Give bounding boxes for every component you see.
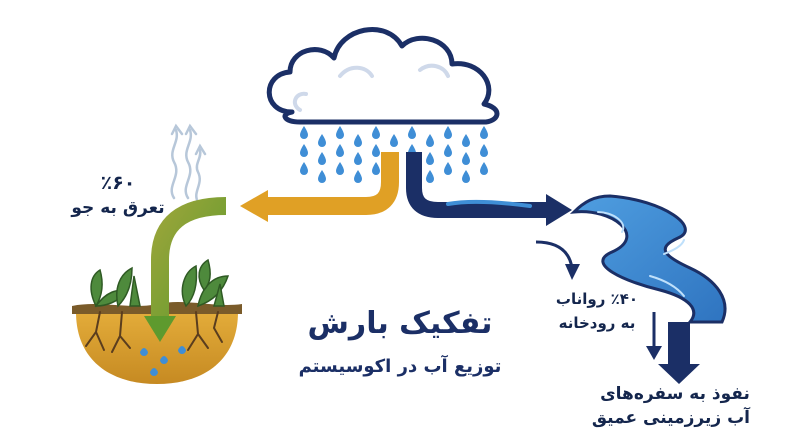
runoff-arrow [406,152,572,226]
rain-drop [480,162,488,175]
rain-drop [408,126,416,139]
rain-drop [354,134,362,147]
rain-drop [426,170,434,183]
thin-down-arrow [646,312,662,360]
rain-drop [318,170,326,183]
rain-drop [354,152,362,165]
rain-drop [390,134,398,147]
rain-drop [372,144,380,157]
rain-drop [372,126,380,139]
rain-drop [336,126,344,139]
rain-drop [300,144,308,157]
plant-soil-icon [72,258,242,384]
rain-drop [426,134,434,147]
river-icon [569,194,727,324]
rain-drop [444,162,452,175]
rain-drop [444,126,452,139]
runoff-label-line2: به رودخانه [558,314,636,332]
runoff-small-arrow [535,240,580,280]
diagram-title: تفکیک بارش [307,306,493,341]
evapotranspiration-label: تعرق به جو [71,198,165,218]
rain-drop [426,152,434,165]
evaporation-arrow [240,152,399,222]
steam-icon [170,123,207,204]
infiltration-arrow [144,197,227,342]
rain-drop [462,134,470,147]
rain-drop [372,162,380,175]
rain-drop [462,170,470,183]
rain-drop [300,126,308,139]
rain-drop [480,126,488,139]
cloud-icon [266,27,500,125]
rain-drop [354,170,362,183]
rain-drop [480,144,488,157]
rain-drop [336,144,344,157]
groundwater-label-line2: آب زیرزمینی عمیق [591,408,750,428]
runoff-label-line1: ٪۴۰ رواناب [555,290,639,308]
rain-drop [318,134,326,147]
groundwater-label-line1: نفوذ به سفره‌های [600,384,750,404]
rain-drop [444,144,452,157]
rain-drop [336,162,344,175]
rain-drop [318,152,326,165]
rain-drop [462,152,470,165]
rain-drop [300,162,308,175]
evapotranspiration-percent: ٪۶۰ [100,172,136,194]
diagram-subtitle: توزیع آب در اکوسیستم [298,356,502,377]
groundwater-arrow [658,322,700,384]
